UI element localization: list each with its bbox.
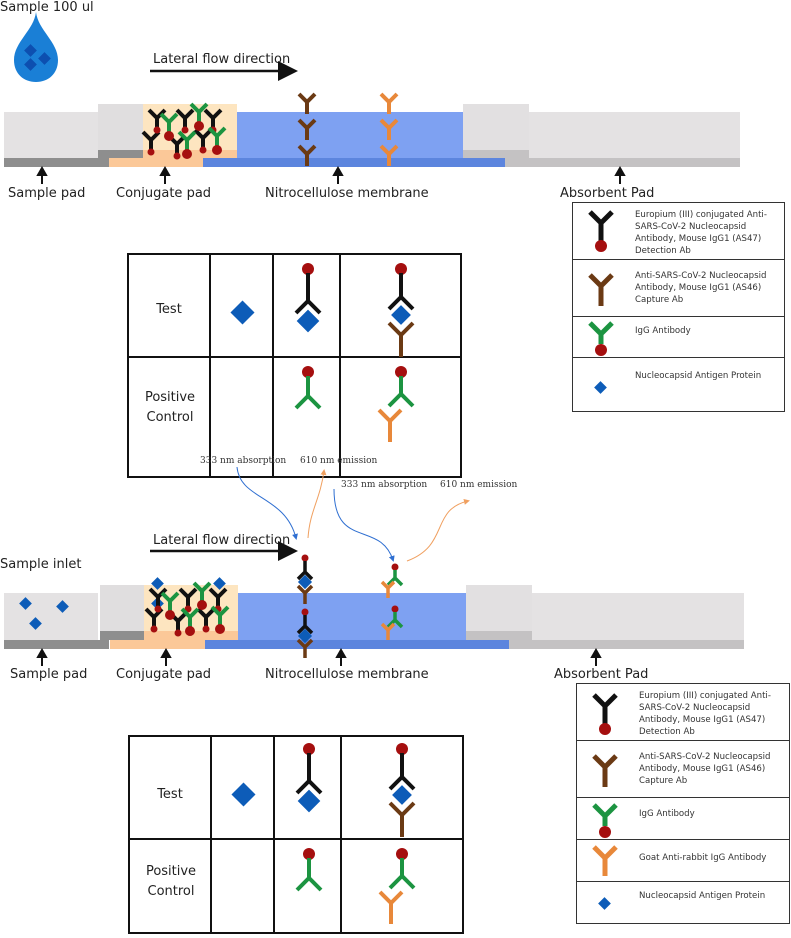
absorbent-base [509, 640, 744, 649]
binding-grid-bottom: Test Positive Control [128, 735, 464, 934]
igg-goat-complex-icon [377, 366, 415, 442]
sample-pad-label: Sample pad [8, 186, 86, 201]
grid-cell-control-empty [212, 840, 275, 932]
conjugate-pad-label: Conjugate pad [116, 186, 212, 201]
absorbent-base [505, 158, 740, 167]
sample-pad-label-bottom: Sample pad [10, 667, 88, 682]
wick-pad [466, 585, 532, 631]
conjugate-pad-base [109, 158, 203, 167]
grid-cell-test-detection-complex [275, 737, 342, 840]
membrane-label-bottom: Nitrocellulose membrane [265, 667, 429, 682]
legend-bottom: Europium (III) conjugated Anti- SARS-CoV… [576, 683, 790, 924]
legend-row-capture-ab: Anti-SARS-CoV-2 Nucleocapsid Antibody, M… [573, 260, 784, 317]
grid-cell-test-label: Test [130, 737, 212, 840]
capture-antibody-icon [588, 273, 614, 306]
legend-row-igg-ab: IgG Antibody [577, 798, 789, 840]
grid-cell-control-label: Positive Control [129, 358, 211, 476]
igg-antibody-icon [295, 848, 323, 892]
conjugate-antibodies-top [141, 102, 227, 160]
detection-antigen-complex-icon [295, 743, 323, 813]
sample-antigens [19, 597, 69, 630]
absorbent-pad-label: Absorbent Pad [560, 186, 655, 201]
absorption-label-1: 333 nm absorption [200, 456, 287, 466]
legend-row-antigen: Nucleocapsid Antigen Protein [577, 882, 789, 923]
flow-direction-label-bottom: Lateral flow direction [153, 533, 291, 548]
conjugate-pad-label-bottom: Conjugate pad [116, 667, 212, 682]
grid-cell-test-antigen [212, 737, 275, 840]
igg-antibody-icon [588, 321, 614, 356]
wick-pad [463, 104, 529, 150]
grid-cell-control-igg [275, 840, 342, 932]
test-line-sandwiches-bottom [296, 554, 314, 658]
goat-antibody-icon [592, 845, 618, 876]
flow-direction-arrow [150, 61, 298, 81]
overlap-pad-base [98, 150, 143, 158]
sandwich-complex-icon [387, 263, 415, 357]
antigen-icon [594, 381, 607, 394]
grid-cell-control-empty [211, 358, 274, 476]
legend-row-capture-ab: Anti-SARS-CoV-2 Nucleocapsid Antibody, M… [577, 741, 789, 798]
sample-pad [4, 593, 98, 640]
grid-cell-control-label: Positive Control [130, 840, 212, 932]
pointer-arrows-top [36, 165, 626, 184]
absorbent-pad [532, 593, 744, 640]
legend-top-antigen-row: Nucleocapsid Antigen Protein [572, 357, 785, 412]
overlap-pad [98, 104, 143, 150]
igg-goat-complex-icon [378, 848, 416, 924]
legend-row-detection-ab: Europium (III) conjugated Anti- SARS-CoV… [577, 684, 789, 741]
igg-antibody-icon [592, 803, 618, 838]
grid-cell-test-label: Test [129, 255, 211, 358]
backing-dark [4, 158, 109, 167]
flow-direction-arrow-bottom [150, 541, 298, 561]
overlap-pad [100, 585, 144, 631]
absorbent-pad-label-bottom: Absorbent Pad [554, 667, 649, 682]
sandwich-complex-icon [388, 743, 416, 837]
grid-cell-control-complex [342, 840, 462, 932]
absorption-arrow-1 [236, 466, 298, 540]
absorption-label-2: 333 nm absorption [341, 480, 428, 490]
antigen-icon [230, 300, 255, 325]
binding-grid-top: Test Positive Control [127, 253, 462, 478]
grid-cell-test-antigen [211, 255, 274, 358]
sample-pad [4, 112, 98, 158]
nitrocellulose-membrane [238, 593, 466, 640]
wick-pad-base [466, 631, 532, 640]
antigen-icon [598, 897, 611, 910]
wick-pad-base [463, 150, 529, 158]
emission-label-1: 610 nm emission [300, 456, 378, 466]
control-line-complexes-bottom [380, 563, 404, 640]
grid-cell-control-igg [274, 358, 341, 476]
absorbent-pad [529, 112, 740, 158]
legend-row-detection-ab: Europium (III) conjugated Anti- SARS-CoV… [573, 203, 784, 260]
detection-antigen-complex-icon [294, 263, 322, 333]
flow-direction-label: Lateral flow direction [153, 52, 291, 67]
membrane-label: Nitrocellulose membrane [265, 186, 429, 201]
nitrocellulose-membrane [237, 112, 463, 158]
emission-arrow-2 [406, 499, 470, 562]
grid-cell-test-sandwich [342, 737, 462, 840]
grid-cell-test-detection-complex [274, 255, 341, 358]
antigen-icon [231, 782, 256, 807]
grid-cell-test-sandwich [341, 255, 460, 358]
capture-antibody-icon [592, 754, 618, 787]
conjugate-antibodies-bottom [144, 577, 230, 637]
sample-drop-icon [14, 12, 58, 82]
emission-label-2: 610 nm emission [440, 480, 518, 490]
nitrocellulose-base [203, 158, 505, 167]
pointer-arrows-bottom [36, 647, 602, 666]
conjugate-pad-base [110, 640, 205, 649]
detection-antibody-icon [592, 693, 618, 735]
emission-arrow-1 [307, 469, 327, 539]
sample-volume-label: Sample 100 ul [0, 0, 94, 15]
detection-antibody-icon [588, 210, 614, 252]
igg-antibody-icon [294, 366, 322, 410]
nitrocellulose-base [205, 640, 509, 649]
sample-inlet-label: Sample inlet [0, 557, 82, 572]
legend-row-goat-ab: Goat Anti-rabbit IgG Antibody [577, 840, 789, 882]
absorption-arrow-2 [333, 488, 395, 562]
backing-dark [4, 640, 109, 649]
grid-cell-control-complex [341, 358, 460, 476]
overlap-pad-base [100, 631, 144, 640]
